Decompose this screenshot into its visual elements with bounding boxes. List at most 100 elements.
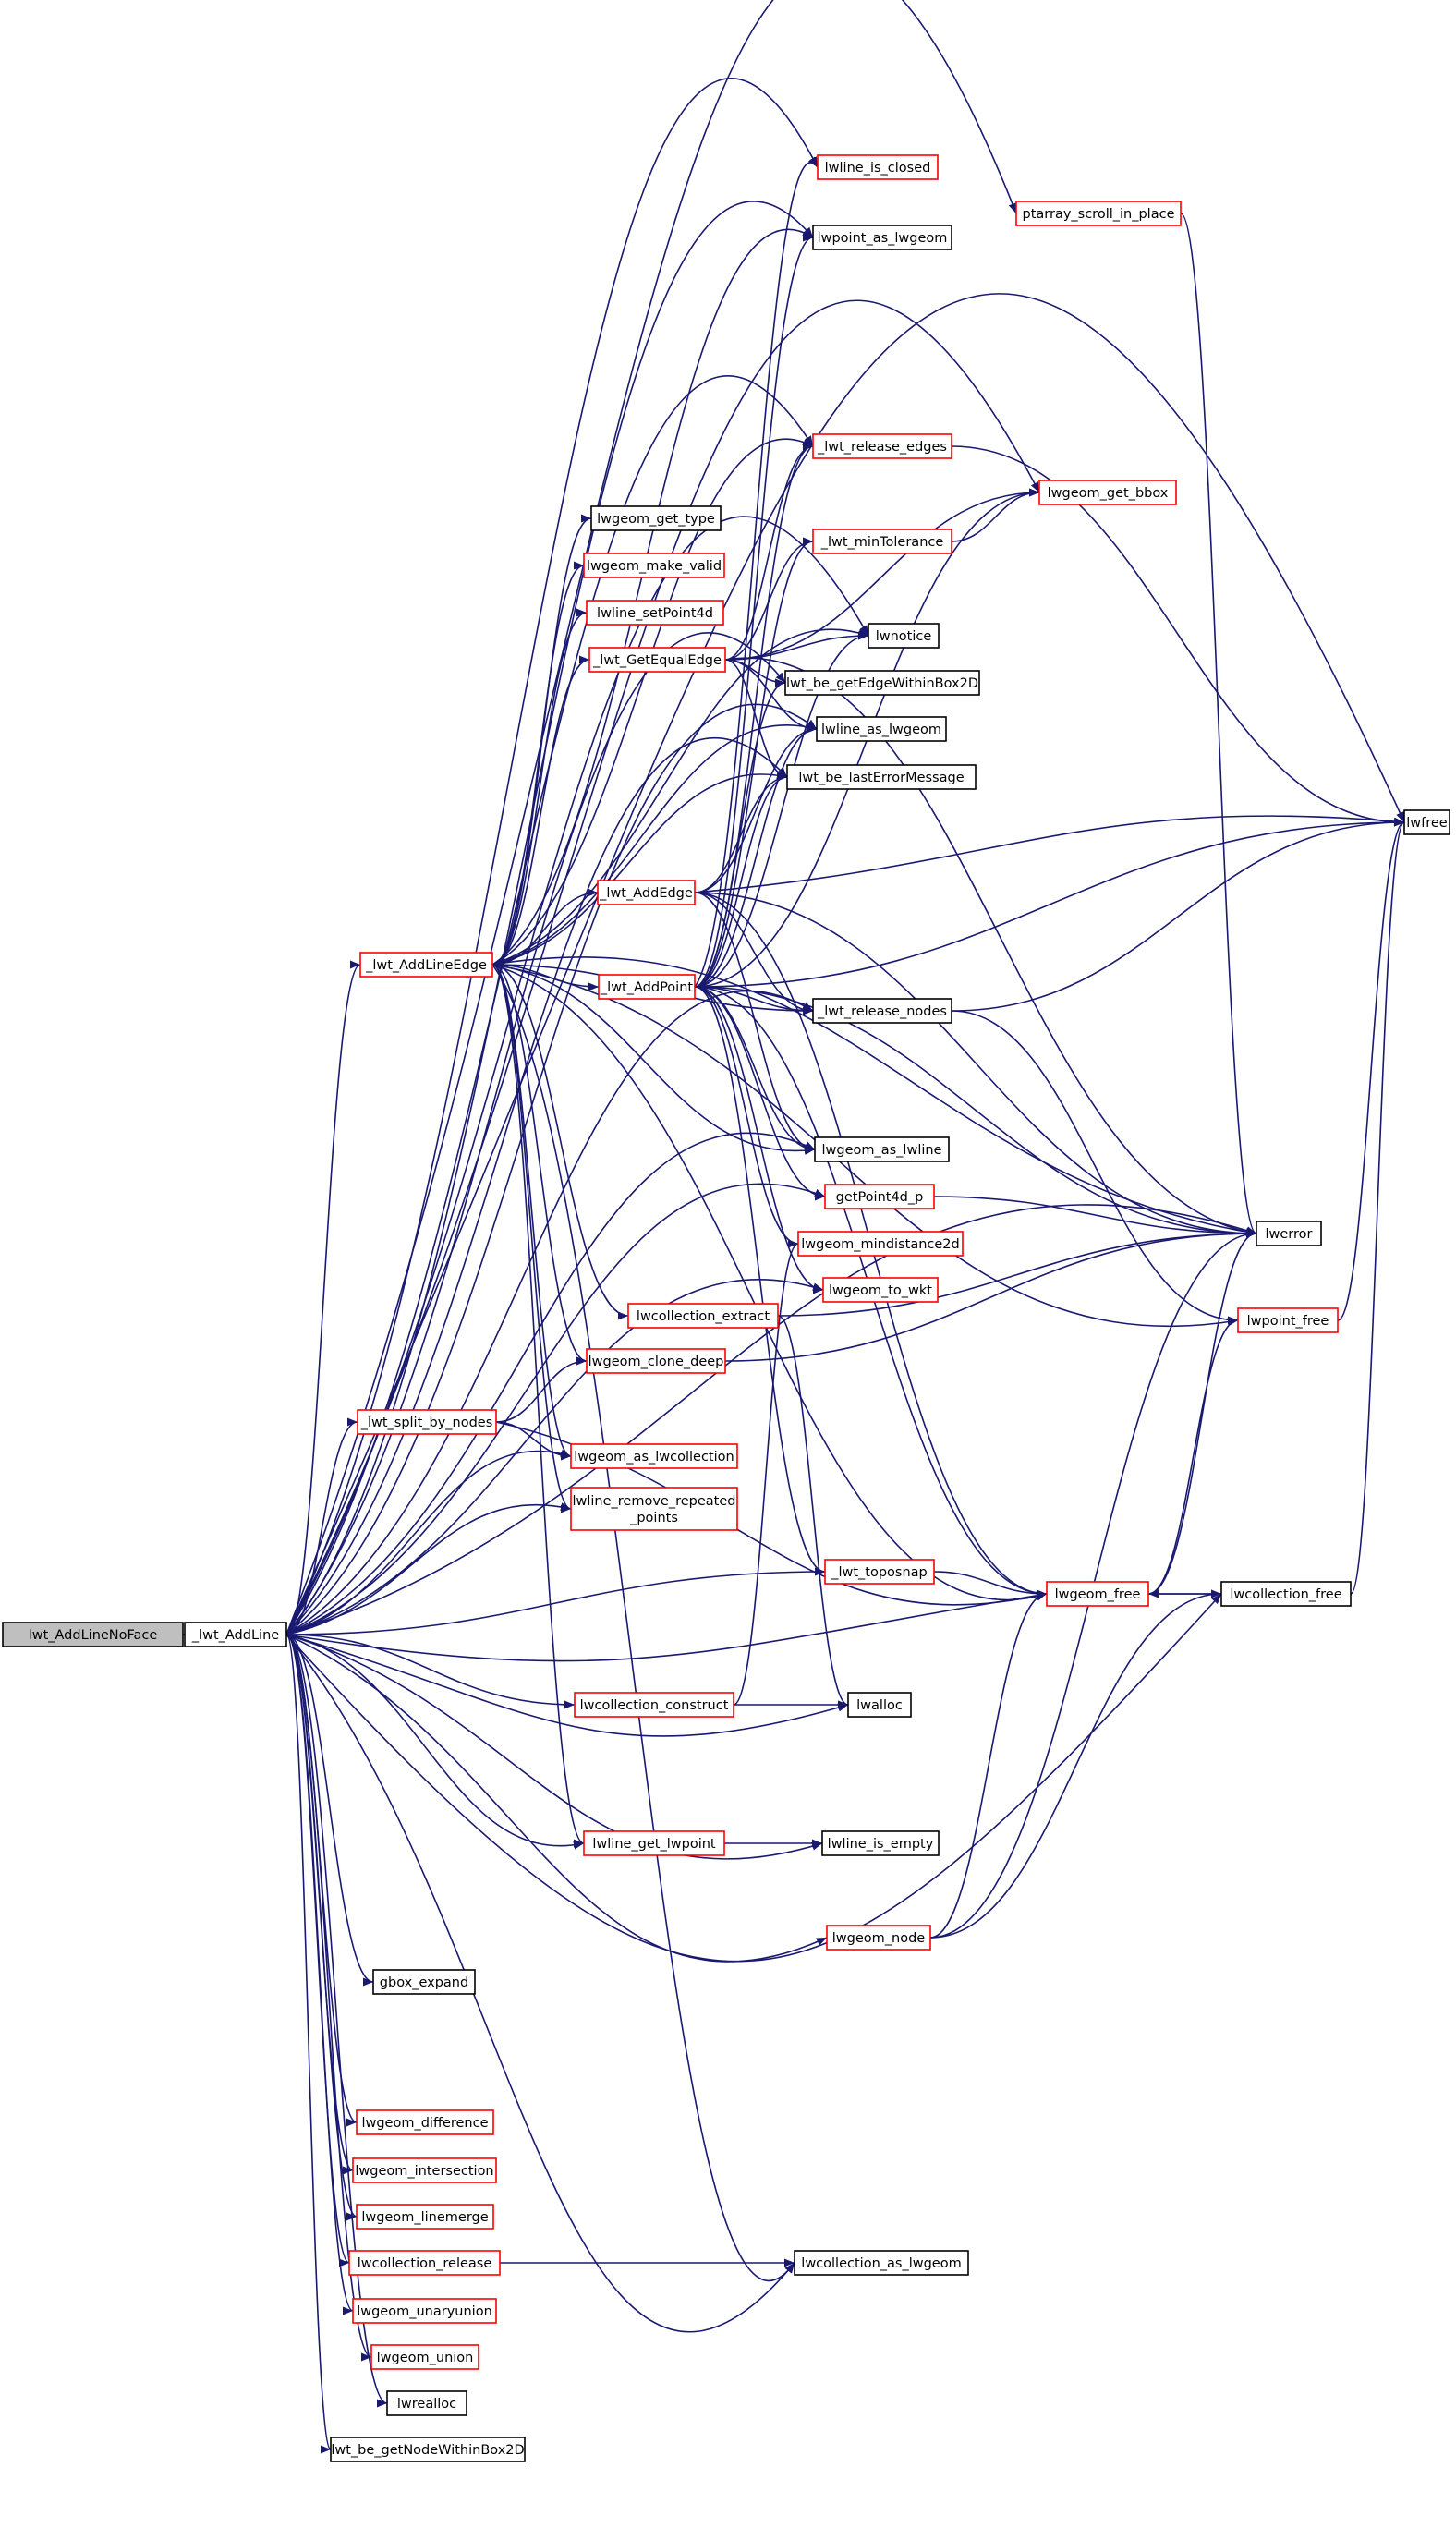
node-lwcollection-construct[interactable]: lwcollection_construct [574,1692,734,1718]
node-lwgeom-get-type[interactable]: lwgeom_get_type [590,505,722,531]
node-lwcollection-free[interactable]: lwcollection_free [1220,1581,1352,1607]
edge-lwt_addline-to-getpoint4d_p [285,1183,826,1635]
node-lwline-setpoint4d[interactable]: lwline_setPoint4d [586,600,724,626]
node-lwgeom-mindistance2d[interactable]: lwgeom_mindistance2d [797,1231,964,1257]
edge-lwt_addlineedge-to-lwline_as_lwgeom [491,722,818,966]
node-lwt-be-lasterrormessage[interactable]: lwt_be_lastErrorMessage [786,764,977,790]
node-lwline-remove-repeated-points[interactable]: lwline_remove_repeated_points [570,1487,738,1531]
node-lwgeom-as-lwline[interactable]: lwgeom_as_lwline [814,1136,950,1162]
node-box [352,2298,497,2324]
edge-lwgeom_free-to-lwpoint_free [1147,1316,1239,1595]
edges [175,0,1405,2454]
node-lwt-getequaledge[interactable]: _lwt_GetEqualEdge [588,647,726,673]
node-lwline-get-lwpoint[interactable]: lwline_get_lwpoint [583,1830,725,1856]
edge-lwt_addpoint-to-getpoint4d_p [694,986,826,1201]
edge-lwt_addline-to-lwpoint_as_lwgeom [285,201,814,1635]
edge-lwgeom_node-to-lwcollection_free [929,1589,1222,1939]
edge-lwt_addpoint-to-lwt_be_getedgewithinbox2d [694,678,786,988]
node-lwt-be-getedgewithinbox2d[interactable]: lwt_be_getEdgeWithinBox2D [784,670,980,696]
node-box [868,623,940,649]
edge-lwgeom_free-to-lwerror [1147,1229,1257,1595]
node-lwgeom-difference[interactable]: lwgeom_difference [356,2109,494,2135]
node-lwgeom-unaryunion[interactable]: lwgeom_unaryunion [352,2298,497,2324]
node-lwcollection-as-lwgeom[interactable]: lwcollection_as_lwgeom [794,2250,969,2276]
node-label: lwfree [1406,816,1448,831]
nodes: lwt_AddLineNoFace_lwt_AddLine lwfree lwlin… [2,154,1450,2462]
node-lwt-addline[interactable]: _lwt_AddLine [184,1622,287,1647]
edge-lwt_addline-to-lwt_release_nodes [285,990,814,1635]
edge-lwt_addline-to-lwgeom_to_wkt [285,1279,824,1635]
node-label: lwgeom_clone_deep [588,1355,724,1369]
node-lwrealloc[interactable]: lwrealloc [386,2390,467,2416]
node-lwt-mintolerance[interactable]: _lwt_minTolerance [812,529,952,554]
node-lwgeom-clone-deep[interactable]: lwgeom_clone_deep [586,1348,726,1374]
edge-lwt_addpoint-to-lwgeom_mindistance2d [694,986,799,1248]
node-label: lwnotice [876,629,932,644]
edge-lwt_addpoint-to-lwt_toposnap [694,986,826,1576]
node-lwgeom-as-lwcollection[interactable]: lwgeom_as_lwcollection [570,1443,738,1469]
node-lwline-as-lwgeom[interactable]: lwline_as_lwgeom [816,716,947,742]
edge-lwt_addpoint-to-lwt_be_lasterrormessage [694,772,788,988]
node-lwnotice[interactable]: lwnotice [868,623,940,649]
edge-lwt_addlineedge-to-lwline_setpoint4d [491,608,588,966]
edge-ptarray_scroll_in_place-to-lwerror [1180,213,1257,1238]
edge-lwt_release_nodes-to-lwpoint_free [951,1010,1239,1325]
edge-lwt_addline-to-lwline_as_lwgeom [285,703,818,1635]
node-lwline-is-empty[interactable]: lwline_is_empty [821,1830,940,1856]
node-lwpoint-free[interactable]: lwpoint_free [1237,1307,1339,1333]
node-lwgeom-get-bbox[interactable]: lwgeom_get_bbox [1038,480,1177,505]
node-lwgeom-free[interactable]: lwgeom_free [1046,1581,1149,1607]
node-label: lwgeom_intersection [355,2164,493,2179]
node-getpoint4d-p[interactable]: getPoint4d_p [824,1184,935,1209]
node-lwt-addlineedge[interactable]: _lwt_AddLineEdge [359,952,493,978]
edge-lwt_addline-to-lwline_is_closed [285,78,819,1635]
node-box [586,600,724,626]
node-label: lwgeom_get_bbox [1048,486,1169,501]
node-root[interactable]: lwt_AddLineNoFace [2,1622,184,1647]
node-lwt-addedge[interactable]: _lwt_AddEdge [597,880,696,905]
edge-lwt_addline-to-lwalloc [285,1634,849,1737]
edge-lwt_addlineedge-to-lwt_be_lasterrormessage [491,771,788,966]
node-ptarray-scroll-in-place[interactable]: ptarray_scroll_in_place [1015,201,1182,226]
node-lwpoint-as-lwgeom[interactable]: lwpoint_as_lwgeom [812,225,952,250]
node-box [786,764,977,790]
node-lwt-toposnap[interactable]: _lwt_toposnap [824,1559,935,1585]
edge-lwt_addpoint-to-lwt_mintolerance [694,537,814,988]
edge-lwt_addline-to-lwt_be_getedgewithinbox2d [285,632,786,1635]
node-gbox-expand[interactable]: gbox_expand [372,1969,476,1995]
node-lwgeom-union[interactable]: lwgeom_union [370,2344,479,2370]
node-lwt-release-edges[interactable]: _lwt_release_edges [812,433,952,459]
node-lwt-release-nodes[interactable]: _lwt_release_nodes [812,998,952,1024]
node-box [583,1830,725,1856]
node-lwt-split-by-nodes[interactable]: _lwt_split_by_nodes [357,1409,497,1435]
node-box [352,2157,497,2183]
node-box [590,505,722,531]
node-label: lwt_be_lastErrorMessage [798,771,964,785]
node-box [1015,201,1182,226]
edge-lwt_addline-to-lwgeom_unaryunion [285,1634,354,2315]
node-label: lwgeom_linemerge [361,2210,488,2225]
node-lwerror[interactable]: lwerror [1256,1221,1322,1246]
edge-lwt_mintolerance-to-lwgeom_get_bbox [951,488,1040,542]
edge-lwt_addlineedge-to-lwerror [491,956,1257,1236]
node-label: lwcollection_free [1230,1587,1341,1602]
edge-lwt_addline-to-lwt_be_getnodewithinbox2d [285,1634,332,2454]
node-lwgeom-linemerge[interactable]: lwgeom_linemerge [356,2204,494,2230]
node-lwcollection-extract[interactable]: lwcollection_extract [627,1303,779,1329]
node-lwgeom-to-wkt[interactable]: lwgeom_to_wkt [822,1277,939,1303]
node-lwalloc[interactable]: lwalloc [847,1692,912,1718]
node-lwgeom-node[interactable]: lwgeom_node [826,1925,931,1951]
node-box [821,1830,940,1856]
node-lwcollection-release[interactable]: lwcollection_release [348,2250,501,2276]
node-box [348,2250,501,2276]
node-lwt-addpoint[interactable]: _lwt_AddPoint [598,974,696,1000]
node-lwgeom-make-valid[interactable]: lwgeom_make_valid [583,553,725,578]
node-lwline-is-closed[interactable]: lwline_is_closed [817,154,939,180]
node-lwt-be-getnodewithinbox2d[interactable]: lwt_be_getNodeWithinBox2D [330,2437,526,2462]
node-lwgeom-intersection[interactable]: lwgeom_intersection [352,2157,497,2183]
node-box [372,1969,476,1995]
edge-lwt_release_nodes-to-lwfree [951,818,1405,1012]
edge-lwt_addline-to-lwcollection_as_lwgeom [285,1634,795,2333]
node-lwfree[interactable]: lwfree [1403,809,1450,835]
edge-getpoint4d_p-to-lwerror [933,1196,1257,1238]
